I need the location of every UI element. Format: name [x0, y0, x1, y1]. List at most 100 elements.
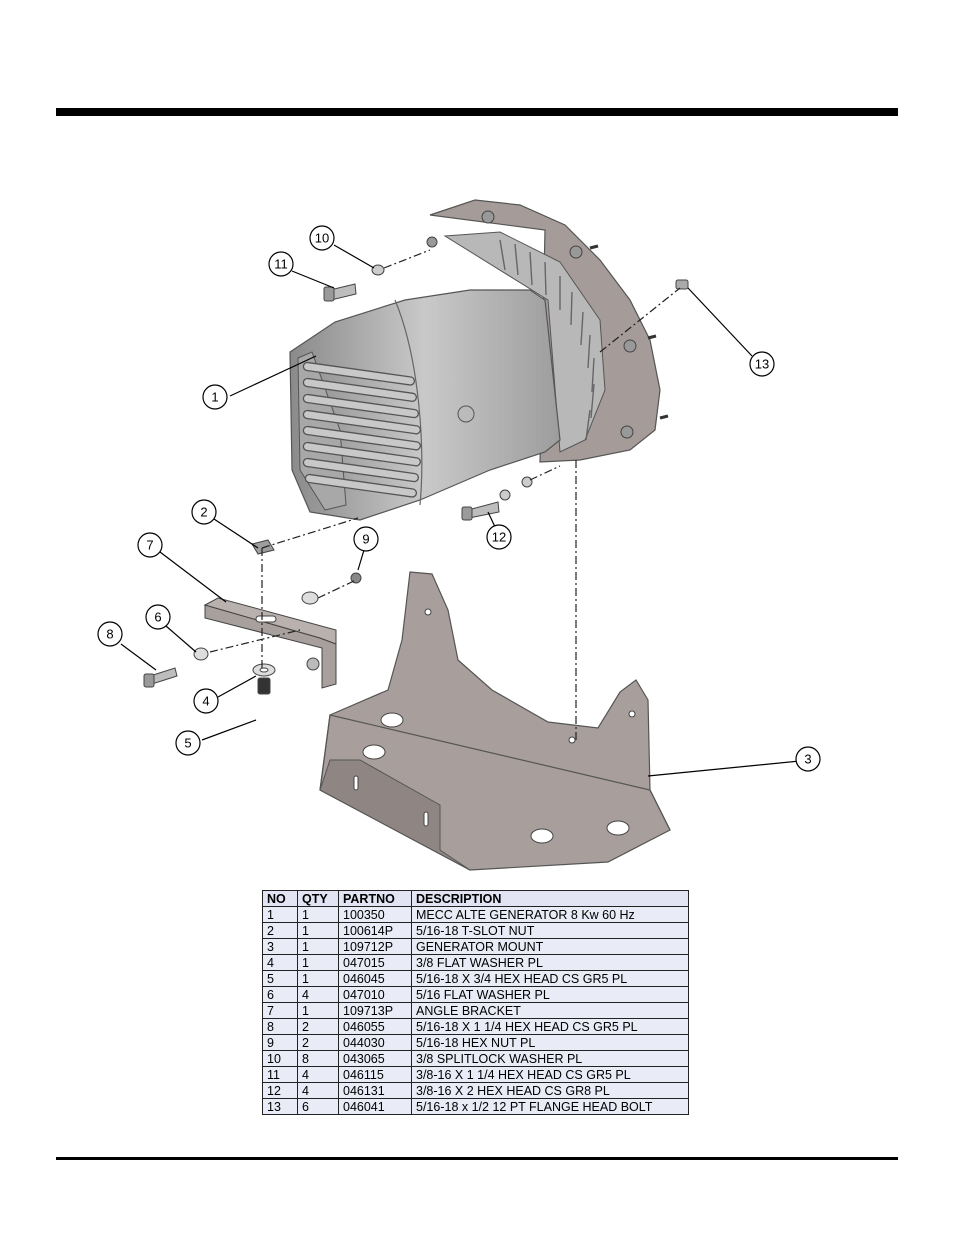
cell-no: 6 — [262, 986, 298, 1003]
cell-no: 7 — [262, 1002, 298, 1019]
callout-12: 12 — [486, 524, 512, 550]
callout-4: 4 — [193, 688, 219, 714]
cell-partno: 046131 — [338, 1082, 412, 1099]
assembly-center-lines — [209, 249, 681, 740]
cell-description: MECC ALTE GENERATOR 8 Kw 60 Hz — [411, 906, 689, 923]
svg-text:2: 2 — [200, 505, 207, 520]
table-header-row: NO QTY PARTNO DESCRIPTION — [262, 890, 689, 907]
cell-description: ANGLE BRACKET — [411, 1002, 689, 1019]
cell-qty: 4 — [297, 1066, 339, 1083]
callout-10: 10 — [309, 225, 335, 251]
cell-no: 10 — [262, 1050, 298, 1067]
cell-description: 3/8-16 X 2 HEX HEAD CS GR8 PL — [411, 1082, 689, 1099]
column-header-qty: QTY — [297, 890, 339, 907]
cell-no: 13 — [262, 1098, 298, 1115]
cell-partno: 109713P — [338, 1002, 412, 1019]
cell-qty: 4 — [297, 1082, 339, 1099]
cell-partno: 043065 — [338, 1050, 412, 1067]
cell-description: 5/16-18 X 1 1/4 HEX HEAD CS GR5 PL — [411, 1018, 689, 1035]
cell-description: 5/16-18 x 1/2 12 PT FLANGE HEAD BOLT — [411, 1098, 689, 1115]
cell-description: GENERATOR MOUNT — [411, 938, 689, 955]
cell-partno: 046115 — [338, 1066, 412, 1083]
callout-7: 7 — [137, 532, 163, 558]
callout-9: 9 — [353, 526, 379, 552]
cell-description: 5/16 FLAT WASHER PL — [411, 986, 689, 1003]
cell-description: 5/16-18 HEX NUT PL — [411, 1034, 689, 1051]
generator-part — [289, 199, 669, 521]
callout-8: 8 — [97, 621, 123, 647]
bottom-rule — [56, 1157, 898, 1160]
svg-text:8: 8 — [106, 627, 113, 642]
cell-description: 5/16-18 X 3/4 HEX HEAD CS GR5 PL — [411, 970, 689, 987]
cell-no: 2 — [262, 922, 298, 939]
cell-qty: 8 — [297, 1050, 339, 1067]
callout-6: 6 — [145, 604, 171, 630]
callout-3: 3 — [795, 746, 821, 772]
exploded-parts-diagram: 1 2 3 4 5 6 7 8 9 10 11 12 13 — [0, 180, 954, 880]
svg-text:13: 13 — [755, 357, 769, 372]
cell-partno: 044030 — [338, 1034, 412, 1051]
svg-text:7: 7 — [146, 538, 153, 553]
cell-qty: 6 — [297, 1098, 339, 1115]
cell-description: 3/8 FLAT WASHER PL — [411, 954, 689, 971]
cell-qty: 1 — [297, 970, 339, 987]
cell-partno: 047010 — [338, 986, 412, 1003]
cell-no: 1 — [262, 906, 298, 923]
cell-partno: 109712P — [338, 938, 412, 955]
cell-description: 5/16-18 T-SLOT NUT — [411, 922, 689, 939]
cell-description: 3/8-16 X 1 1/4 HEX HEAD CS GR5 PL — [411, 1066, 689, 1083]
cell-no: 3 — [262, 938, 298, 955]
svg-text:1: 1 — [211, 390, 218, 405]
cell-partno: 046055 — [338, 1018, 412, 1035]
cell-qty: 1 — [297, 922, 339, 939]
cell-description: 3/8 SPLITLOCK WASHER PL — [411, 1050, 689, 1067]
cell-qty: 1 — [297, 938, 339, 955]
cell-partno: 047015 — [338, 954, 412, 971]
svg-text:9: 9 — [362, 532, 369, 547]
cell-partno: 046045 — [338, 970, 412, 987]
callout-1: 1 — [202, 384, 228, 410]
hardware-parts — [143, 264, 689, 695]
cell-partno: 046041 — [338, 1098, 412, 1115]
callout-balloons: 1 2 3 4 5 6 7 8 9 10 11 12 13 — [97, 225, 821, 772]
callout-13: 13 — [749, 351, 775, 377]
svg-text:5: 5 — [184, 736, 191, 751]
svg-text:11: 11 — [274, 257, 288, 272]
column-header-no: NO — [262, 890, 298, 907]
cell-qty: 1 — [297, 954, 339, 971]
cell-qty: 2 — [297, 1034, 339, 1051]
cell-no: 12 — [262, 1082, 298, 1099]
cell-partno: 100614P — [338, 922, 412, 939]
generator-mount-part — [319, 571, 671, 871]
callout-5: 5 — [175, 730, 201, 756]
column-header-partno: PARTNO — [338, 890, 412, 907]
svg-text:12: 12 — [492, 530, 506, 545]
callout-2: 2 — [191, 499, 217, 525]
top-rule — [56, 108, 898, 116]
cell-qty: 4 — [297, 986, 339, 1003]
cell-qty: 1 — [297, 906, 339, 923]
cell-no: 11 — [262, 1066, 298, 1083]
svg-text:3: 3 — [804, 752, 811, 767]
svg-text:6: 6 — [154, 610, 161, 625]
cell-no: 5 — [262, 970, 298, 987]
callout-leaders — [120, 244, 821, 777]
column-header-description: DESCRIPTION — [411, 890, 689, 907]
svg-text:10: 10 — [315, 231, 329, 246]
svg-text:4: 4 — [202, 694, 209, 709]
cell-no: 8 — [262, 1018, 298, 1035]
cell-qty: 1 — [297, 1002, 339, 1019]
